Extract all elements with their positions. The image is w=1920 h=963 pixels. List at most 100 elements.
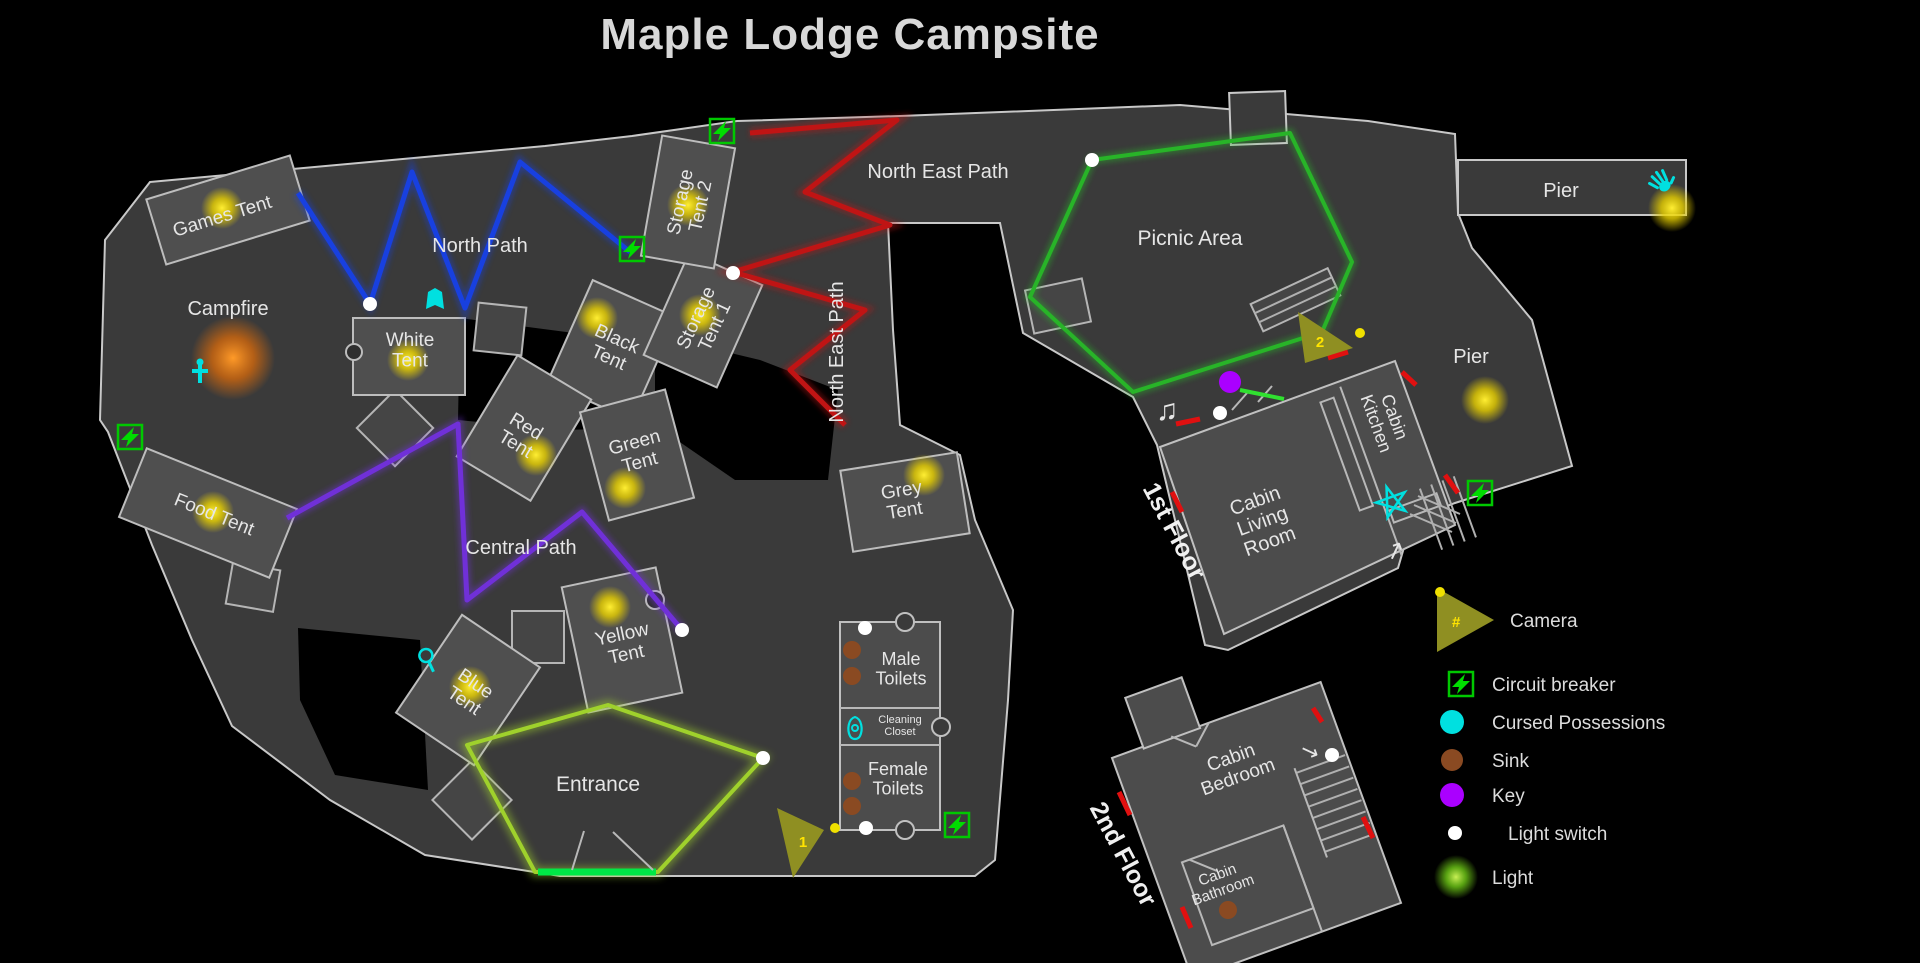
legend-camera-label: Camera [1510,611,1578,632]
legend-cursed-possessions-label: Cursed Possessions [1492,713,1665,734]
terrain-gap [298,628,428,790]
door-marker [1116,790,1133,817]
light-glow [449,666,491,708]
entrance-label: Entrance [556,773,640,796]
chimney [1123,676,1202,750]
sink-dot [843,667,861,685]
ouija-planchette-icon [847,715,863,741]
light-glow [667,184,709,226]
camera-dot [830,823,840,833]
red-tent [455,353,593,503]
monkey-paw-icon [1648,169,1676,192]
light-glow [1461,376,1509,424]
door-notch [895,820,915,840]
light-switch-dot [859,821,873,835]
picnic-bench [1249,266,1342,333]
light-switch-dot [1325,748,1339,762]
legend-key-label: Key [1492,786,1525,807]
light-glow [201,187,243,229]
light-switch-dot [1213,406,1227,420]
sink-dot [1219,901,1237,919]
key-dot [1219,371,1241,393]
key-legend-icon [1440,783,1464,807]
legend-light-label: Light [1492,868,1534,889]
sink-legend-icon [1441,749,1463,771]
light-glow [192,491,234,533]
door-swing [571,830,585,871]
camera-legend-icon: # [1435,587,1494,652]
door-marker [1400,370,1418,387]
tarot-cards-icon [426,288,444,309]
door-marker [1442,473,1461,495]
music-box-icon: ♫ [1156,394,1179,427]
door-notch [895,612,915,632]
voodoo-doll-icon [192,358,208,383]
camera-dot [1355,328,1365,338]
door-marker [1169,490,1185,514]
storage-tent-1-label: StorageTent 1 [673,283,739,361]
north-path-blue [293,153,634,322]
north-east-path-vertical-label: North East Path [826,281,848,422]
camera-2: 2 [1298,312,1365,363]
picnic-area-label: Picnic Area [1137,227,1242,250]
campfire-label: Campfire [187,298,268,320]
door-swing [612,831,654,871]
light-glow [589,586,631,628]
camera-1-number: 1 [799,834,807,851]
light-switch-legend-icon [1448,826,1462,840]
light-glow [387,339,429,381]
rock [472,301,528,357]
camera-2-number: 2 [1316,334,1324,351]
light-switch-dot [858,621,872,635]
door-swing [1189,858,1218,872]
grey-tent-label: GreyTent [880,477,928,525]
door-notch [931,717,951,737]
light-glow [604,467,646,509]
circuit-breaker-legend-icon [1447,670,1475,698]
camera-dot [1435,587,1445,597]
light-switch-dot [363,297,377,311]
summoning-circle-icon [1371,483,1409,522]
door-marker [1360,815,1376,840]
sink-dot [843,772,861,790]
legend: # Camera Circuit breaker Cursed Possessi… [1434,587,1665,899]
rock [430,758,514,842]
door-marker [1327,349,1349,361]
door-swing [1231,392,1248,411]
light-legend-icon [1434,855,1478,899]
central-path-label: Central Path [465,537,576,559]
north-east-path-label: North East Path [867,161,1008,183]
pier-steps [1409,495,1461,533]
light-switch-dot [756,751,770,765]
page-title: Maple Lodge Campsite [600,10,1100,59]
legend-sink-label: Sink [1492,751,1529,772]
sink-dot [843,797,861,815]
legend-light-switch-label: Light switch [1508,824,1607,845]
light-glow [515,434,557,476]
door-swing [1170,735,1197,748]
cabin-second-floor [1110,676,1403,963]
sink-dot [843,641,861,659]
cabin-first-floor [1158,359,1477,636]
tent-door-notch [345,343,363,361]
campfire-glow [191,316,275,400]
light-glow [576,297,618,339]
light-switch-dot [1085,153,1099,167]
light-switch-dot [675,623,689,637]
north-east-path-red [715,113,914,429]
kitchen-counter [1388,491,1443,524]
cursed-possessions-legend-icon [1440,710,1464,734]
camera-1: 1 [777,808,840,878]
light-glow [1648,184,1696,232]
pier-walkway [1457,159,1687,216]
central-path-purple [284,415,686,634]
haunted-mirror-icon [418,647,435,673]
legend-circuit-breaker-label: Circuit breaker [1492,675,1616,696]
kitchen-counter [1319,396,1375,512]
